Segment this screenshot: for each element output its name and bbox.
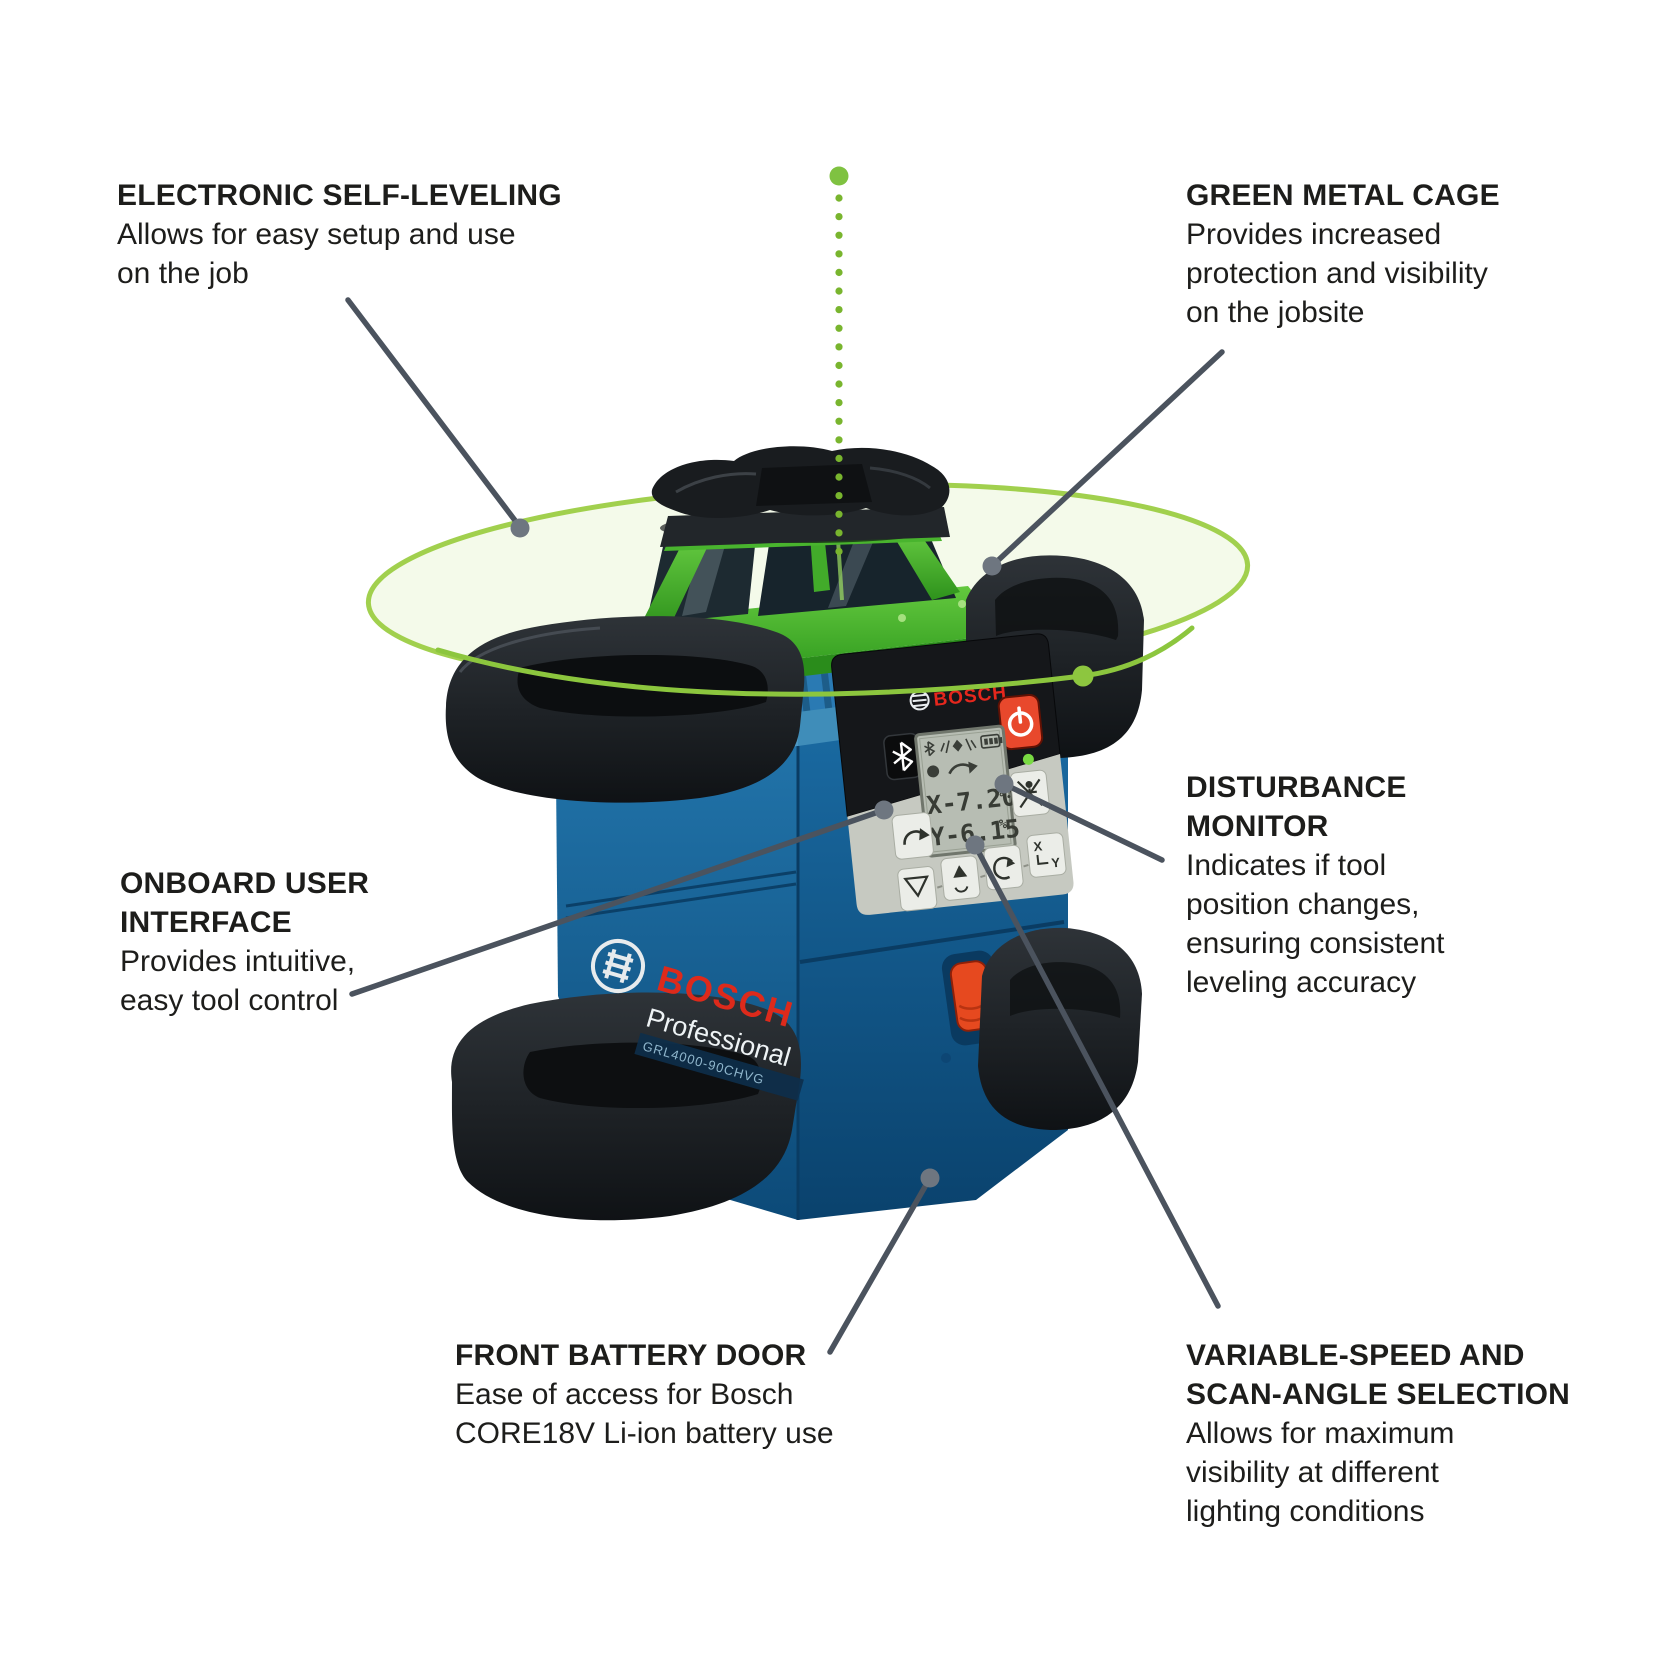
callout-body-line: protection and visibility [1186, 257, 1488, 290]
bluetooth-icon [892, 741, 914, 772]
return-arrow-icon [903, 828, 930, 845]
callout-body-line: CORE18V Li-ion battery use [455, 1417, 834, 1450]
callout-front-battery-door: FRONT BATTERY DOOR Ease of access for Bo… [455, 1336, 834, 1453]
leader-variable-speed [972, 842, 1221, 1309]
callout-body-line: Indicates if tool [1186, 849, 1387, 882]
grade-set-icon [903, 875, 929, 898]
callout-heading: INTERFACE [120, 906, 292, 939]
callout-onboard-user-interface: ONBOARD USER INTERFACE Provides intuitiv… [120, 864, 369, 1020]
lcd-y-unit: % [998, 817, 1008, 833]
leader-front-battery-door [827, 1175, 933, 1355]
laser-node-dot [1072, 665, 1094, 687]
callout-body-line: Allows for easy setup and use [117, 218, 516, 251]
callout-anchor-dots [510, 518, 1014, 1188]
slope-axis-button[interactable] [940, 855, 981, 901]
battery-level-icon [980, 733, 1003, 749]
status-led [1022, 753, 1034, 765]
slope-axis-icon [953, 865, 969, 893]
callout-body-line: easy tool control [120, 984, 339, 1017]
callout-heading: ONBOARD USER [120, 867, 370, 900]
power-icon [1007, 706, 1034, 737]
bumper-bottom-left [451, 992, 801, 1221]
callout-body-line: Provides increased [1186, 218, 1442, 251]
callout-body-line: Provides intuitive, [120, 945, 356, 978]
control-panel: BOSCH [831, 633, 1074, 915]
rotor-head [651, 446, 950, 547]
keypad-row: X Y [897, 832, 1067, 912]
laser-plane-front-arc [435, 625, 1195, 697]
callout-body-line: on the jobsite [1186, 296, 1365, 329]
slope-arrow-icon [948, 761, 978, 775]
xy-axis-select-button[interactable]: X Y [1026, 832, 1067, 878]
disturbance-monitor-button[interactable] [1009, 769, 1051, 818]
plumb-dot-icon [829, 166, 849, 186]
callout-variable-speed-scan-angle: VARIABLE-SPEED AND SCAN-ANGLE SELECTION … [1186, 1336, 1570, 1531]
callout-body-line: on the job [117, 257, 249, 290]
lcd-x-unit: % [995, 785, 1005, 801]
grade-set-button[interactable] [897, 866, 938, 912]
rotation-speed-icon [993, 856, 1016, 880]
callout-green-metal-cage: GREEN METAL CAGE Provides increased prot… [1186, 176, 1500, 332]
callout-disturbance-monitor: DISTURBANCE MONITOR Indicates if tool po… [1186, 768, 1445, 1002]
callout-heading: VARIABLE-SPEED AND [1186, 1339, 1525, 1372]
svg-text:Y: Y [1051, 855, 1062, 871]
callout-body-line: Ease of access for Bosch [455, 1378, 794, 1411]
callout-body-line: Allows for maximum [1186, 1417, 1455, 1450]
rotary-laser-device: BOSCH Professional GRL4000-90CHVG BOSCH [445, 446, 1144, 1221]
callout-body-line: lighting conditions [1186, 1495, 1425, 1528]
callout-body-line: visibility at different [1186, 1456, 1439, 1489]
leader-green-metal-cage [989, 349, 1225, 569]
bosch-anchor-icon [591, 939, 645, 993]
laser-status-icon [940, 738, 977, 754]
power-button[interactable] [997, 693, 1044, 751]
callout-leaders [345, 297, 1225, 1355]
leader-electronic-self-leveling [345, 297, 523, 530]
callout-heading: MONITOR [1186, 810, 1329, 843]
bosch-logo-block: BOSCH Professional GRL4000-90CHVG [591, 939, 804, 1101]
bluetooth-button[interactable] [883, 732, 922, 781]
bumper-bottom-right [978, 927, 1142, 1130]
callout-body-line: leveling accuracy [1186, 966, 1417, 999]
leader-onboard-user-interface [349, 807, 887, 997]
callout-body-line: position changes, [1186, 888, 1420, 921]
callout-heading: FRONT BATTERY DOOR [455, 1339, 807, 1372]
plumb-beam [829, 166, 849, 558]
callout-heading: SCAN-ANGLE SELECTION [1186, 1378, 1571, 1411]
lcd-display: X-7.20 % Y-6.15 % [914, 724, 1021, 858]
record-dot-icon [927, 765, 940, 778]
callout-body-line: ensuring consistent [1186, 927, 1445, 960]
callout-heading: ELECTRONIC SELF-LEVELING [117, 179, 562, 212]
callout-heading: DISTURBANCE [1186, 771, 1407, 804]
xy-axis-select-icon: X Y [1033, 838, 1062, 871]
svg-text:X: X [1033, 838, 1044, 854]
leader-disturbance-monitor [1001, 781, 1165, 863]
callout-electronic-self-leveling: ELECTRONIC SELF-LEVELING Allows for easy… [117, 176, 562, 293]
return-button[interactable] [891, 812, 934, 860]
bumper-top-left [445, 616, 805, 803]
callout-heading: GREEN METAL CAGE [1186, 179, 1500, 212]
bluetooth-small-icon [924, 741, 936, 757]
